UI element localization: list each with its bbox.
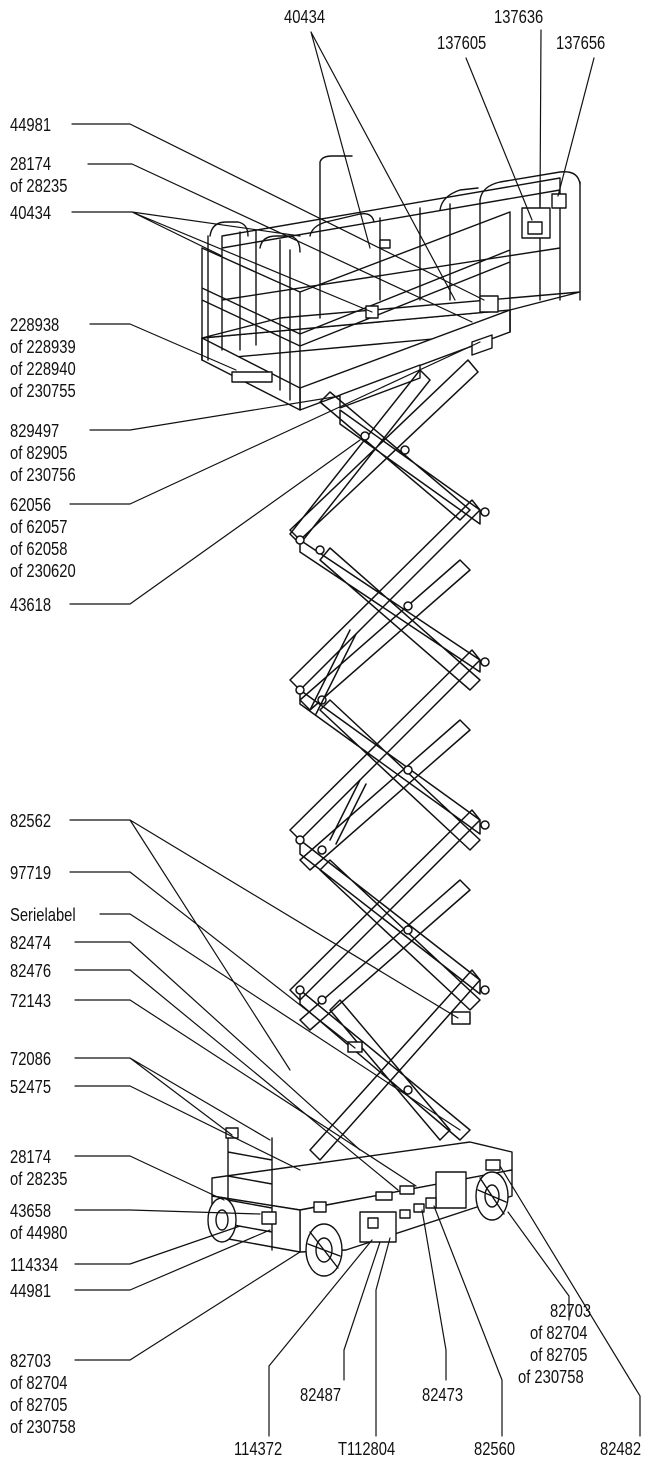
label-28174-top: 28174 xyxy=(10,154,52,174)
label-230758-right: of 230758 xyxy=(518,1367,584,1387)
guard-rail-back xyxy=(207,177,581,361)
chassis-decal-rear xyxy=(485,1159,501,1171)
label-82704-right: of 82704 xyxy=(530,1323,588,1343)
chassis-decal-side xyxy=(313,1201,327,1213)
guard-rail-front xyxy=(201,211,511,411)
chassis-decal-top1 xyxy=(375,1191,393,1201)
label-43618: 43618 xyxy=(10,595,52,615)
label-82705-right: of 82705 xyxy=(530,1345,588,1365)
label-829497: 829497 xyxy=(10,421,60,441)
label-72086: 72086 xyxy=(10,1049,52,1069)
rail-loop-back xyxy=(479,171,581,201)
label-44980: of 44980 xyxy=(10,1223,68,1243)
arm-decal-97719 xyxy=(347,1041,363,1053)
label-28235-bot: of 28235 xyxy=(10,1169,68,1189)
gate-loop-right xyxy=(309,212,375,237)
label-228939: of 228939 xyxy=(10,337,76,357)
label-44981-top: 44981 xyxy=(10,115,52,135)
panel-decal-3 xyxy=(413,1203,425,1213)
label-114372: 114372 xyxy=(234,1439,283,1459)
label-T112804: T112804 xyxy=(338,1439,396,1459)
label-82482: 82482 xyxy=(600,1439,642,1459)
scissor-arm xyxy=(299,969,481,1161)
label-230620: of 230620 xyxy=(10,561,76,581)
arm-decal-82562 xyxy=(451,1011,471,1025)
scissor-arm xyxy=(289,499,481,711)
label-62056: 62056 xyxy=(10,495,52,515)
label-137656: 137656 xyxy=(556,33,606,53)
label-82473: 82473 xyxy=(422,1385,464,1405)
label-62058: of 62058 xyxy=(10,539,68,559)
label-137605: 137605 xyxy=(437,33,487,53)
label-97719: 97719 xyxy=(10,863,52,883)
entry-ladder xyxy=(227,1129,273,1251)
label-72143: 72143 xyxy=(10,991,52,1011)
rail-decal-40434b xyxy=(379,239,391,249)
label-228940: of 228940 xyxy=(10,359,76,379)
wheel-front-right xyxy=(305,1223,343,1277)
label-43658: 43658 xyxy=(10,1201,52,1221)
control-panel xyxy=(359,1211,397,1243)
wheel-front-left xyxy=(207,1197,237,1243)
chassis-decal-top2 xyxy=(399,1185,415,1195)
label-230755: of 230755 xyxy=(10,381,76,401)
gate-loop-mid xyxy=(259,235,301,253)
label-230758-left: of 230758 xyxy=(10,1417,76,1437)
lift-cylinder xyxy=(309,629,367,845)
label-serielabel: Serielabel xyxy=(10,905,76,925)
panel-decal-1 xyxy=(367,1217,379,1229)
label-28235-top: of 28235 xyxy=(10,176,68,196)
label-52475: 52475 xyxy=(10,1077,52,1097)
label-62057: of 62057 xyxy=(10,517,68,537)
leader-lines xyxy=(69,29,641,1437)
label-137636: 137636 xyxy=(494,7,544,27)
manual-box xyxy=(479,295,499,313)
label-40434-top: 40434 xyxy=(284,7,326,27)
rail-decal-137656 xyxy=(551,193,567,209)
label-82474: 82474 xyxy=(10,933,52,953)
label-44981-bot: 44981 xyxy=(10,1281,52,1301)
ladder-decal xyxy=(261,1211,277,1225)
gate-loop-left xyxy=(209,221,249,237)
label-228938: 228938 xyxy=(10,315,60,335)
label-82560: 82560 xyxy=(474,1439,516,1459)
platform-basket xyxy=(201,155,581,411)
pivot-pins xyxy=(295,431,490,1095)
label-40434-left: 40434 xyxy=(10,203,52,223)
wheel-rear-right xyxy=(475,1171,509,1221)
label-82705-left: of 82705 xyxy=(10,1395,68,1415)
guard-rail-uprights xyxy=(239,183,541,401)
label-82703-left: 82703 xyxy=(10,1351,52,1371)
label-82703-right: 82703 xyxy=(550,1301,592,1321)
chassis xyxy=(207,1127,513,1277)
label-82476: 82476 xyxy=(10,961,52,981)
panel-decal-2 xyxy=(399,1209,411,1219)
label-82704-left: of 82704 xyxy=(10,1373,68,1393)
label-82905: of 82905 xyxy=(10,443,68,463)
rail-loop-back3 xyxy=(319,155,353,237)
scissor-stack xyxy=(289,359,490,1161)
rail-loop-back2 xyxy=(439,187,479,211)
panel-decal-4 xyxy=(425,1197,437,1209)
side-door xyxy=(435,1171,467,1209)
label-28174-bot: 28174 xyxy=(10,1147,52,1167)
scissor-arm xyxy=(289,809,481,1031)
scissor-arm xyxy=(289,649,481,871)
platform-decal-front xyxy=(231,371,273,383)
label-114334: 114334 xyxy=(10,1255,59,1275)
platform-decal-small xyxy=(471,334,493,356)
control-box-decal xyxy=(527,221,543,235)
label-82562: 82562 xyxy=(10,811,52,831)
label-82487: 82487 xyxy=(300,1385,342,1405)
label-230756: of 230756 xyxy=(10,465,76,485)
